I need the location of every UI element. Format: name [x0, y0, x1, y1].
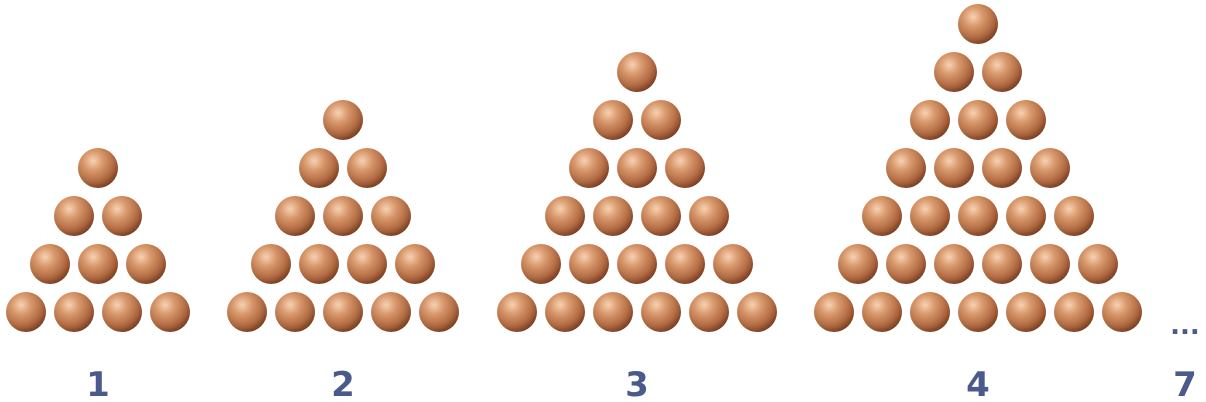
- figure-label-1: 1: [86, 365, 110, 402]
- ball: [299, 244, 339, 284]
- ball: [713, 244, 753, 284]
- ball: [102, 292, 142, 332]
- ball: [910, 196, 950, 236]
- ball: [886, 148, 926, 188]
- ball: [227, 292, 267, 332]
- figure-label-2: 2: [331, 365, 355, 402]
- ball: [395, 244, 435, 284]
- ball: [982, 52, 1022, 92]
- ball: [665, 148, 705, 188]
- ball: [275, 196, 315, 236]
- ball: [78, 148, 118, 188]
- ball: [862, 196, 902, 236]
- ball: [617, 148, 657, 188]
- ball: [593, 292, 633, 332]
- ball: [593, 196, 633, 236]
- ball: [323, 196, 363, 236]
- ball: [1030, 148, 1070, 188]
- ball: [958, 196, 998, 236]
- ball: [347, 244, 387, 284]
- ball: [689, 196, 729, 236]
- ball: [497, 292, 537, 332]
- ball: [665, 244, 705, 284]
- ball: [1054, 196, 1094, 236]
- ball: [299, 148, 339, 188]
- ball: [910, 100, 950, 140]
- ball: [54, 292, 94, 332]
- final-figure-label: 7: [1173, 365, 1197, 402]
- ball: [689, 292, 729, 332]
- ball: [1006, 100, 1046, 140]
- ball: [78, 244, 118, 284]
- ball: [1102, 292, 1142, 332]
- ball: [934, 244, 974, 284]
- ball: [323, 100, 363, 140]
- ball: [617, 244, 657, 284]
- ball: [347, 148, 387, 188]
- ball: [54, 196, 94, 236]
- figure-label-3: 3: [625, 365, 649, 402]
- ball: [545, 292, 585, 332]
- ball: [958, 4, 998, 44]
- ball: [1078, 244, 1118, 284]
- ball: [102, 196, 142, 236]
- ball: [641, 196, 681, 236]
- ball: [982, 148, 1022, 188]
- ball: [814, 292, 854, 332]
- triangle-figure-2: [227, 100, 459, 332]
- ellipsis: ...: [1170, 311, 1200, 341]
- ball: [569, 244, 609, 284]
- ball: [617, 52, 657, 92]
- ball: [371, 196, 411, 236]
- ball: [251, 244, 291, 284]
- ball: [323, 292, 363, 332]
- ball: [150, 292, 190, 332]
- triangle-figure-1: [6, 148, 190, 332]
- ball: [371, 292, 411, 332]
- ball: [641, 292, 681, 332]
- ball: [886, 244, 926, 284]
- ball: [521, 244, 561, 284]
- figure-label-4: 4: [966, 365, 990, 402]
- ball: [1006, 196, 1046, 236]
- ball: [126, 244, 166, 284]
- ball: [419, 292, 459, 332]
- ball: [934, 52, 974, 92]
- ball: [737, 292, 777, 332]
- ball: [275, 292, 315, 332]
- ball: [1030, 244, 1070, 284]
- triangle-figure-3: [497, 52, 777, 332]
- ball: [982, 244, 1022, 284]
- ball: [641, 100, 681, 140]
- ball: [958, 292, 998, 332]
- ball: [6, 292, 46, 332]
- ball: [838, 244, 878, 284]
- ball: [934, 148, 974, 188]
- ball: [910, 292, 950, 332]
- ball: [1006, 292, 1046, 332]
- ball: [569, 148, 609, 188]
- ball: [1054, 292, 1094, 332]
- ball: [593, 100, 633, 140]
- triangle-figure-4: [814, 4, 1142, 332]
- ball: [545, 196, 585, 236]
- ball: [862, 292, 902, 332]
- ball: [30, 244, 70, 284]
- ball: [958, 100, 998, 140]
